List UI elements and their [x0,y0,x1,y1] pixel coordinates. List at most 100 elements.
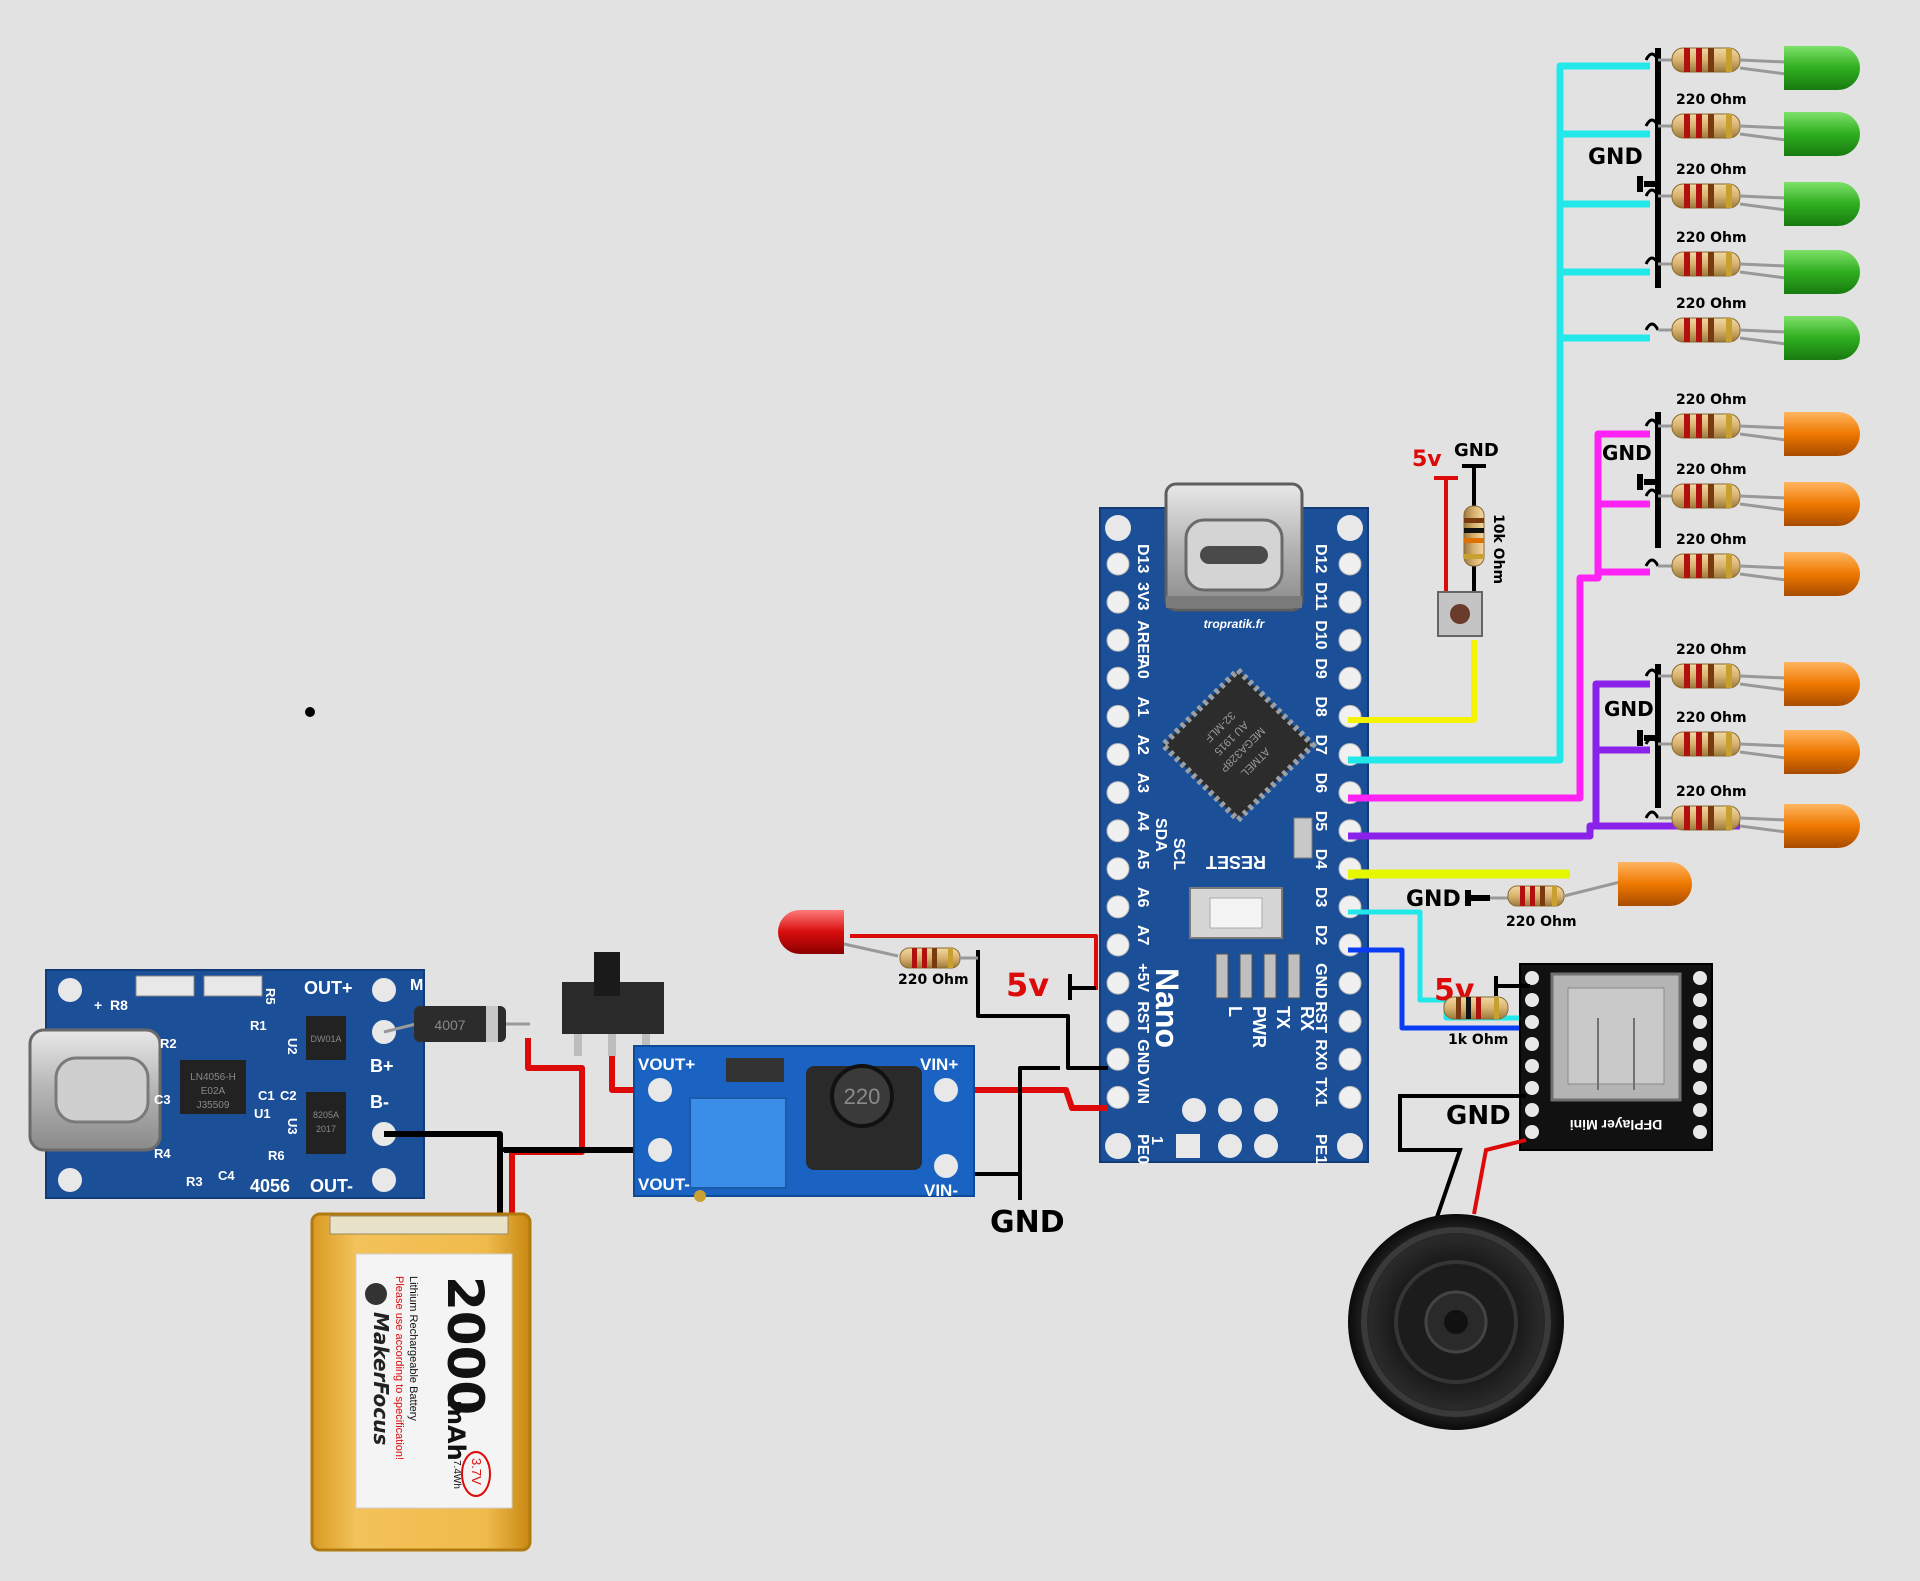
dfplayer-mini: DFPlayer Mini [1519,963,1713,1151]
button-gnd-label: GND [1454,440,1499,461]
charger-chip1-line2: E02A [201,1086,226,1097]
nano-name: Nano [1149,968,1185,1048]
orange-led [1784,412,1860,456]
charger-r2: R2 [160,1036,177,1051]
nano-right-pin-label: D5 [1312,811,1329,832]
led-label-tx: TX [1273,1006,1293,1029]
red-led [778,910,844,954]
speaker [1348,1214,1564,1430]
nano-right-pin-label: D11 [1312,582,1329,611]
d4-orange-led [1618,862,1692,906]
nano-right-pin-label: D3 [1312,887,1329,908]
led-row: 220 Ohm [1644,710,1860,774]
resistor-220-label: 220 Ohm [1676,710,1747,726]
dfplayer-pins [1525,971,1707,1139]
resistor-220-label: 220 Ohm [1676,532,1747,548]
resistor-220 [1671,731,1741,757]
resistor-1k-label: 1k Ohm [1448,1032,1508,1048]
orange-led [1784,804,1860,848]
orange-led [1784,662,1860,706]
resistor-220-label: 220 Ohm [1676,392,1747,408]
green-led [1784,250,1860,294]
orange-led [1784,482,1860,526]
d4-gnd-label: GND [1406,887,1461,912]
charger-u3: U3 [285,1118,300,1135]
dfplayer-pin [1693,1103,1707,1117]
nano-left-pin-label: AREF [1134,620,1151,664]
nano-usb-c-connector [1164,482,1304,612]
nano-left-pin [1106,743,1130,766]
battery-unit: mAh [442,1400,470,1461]
charger-chip-dw01a [306,1016,346,1060]
gnd-bus-bars [1465,48,1661,906]
resistor-220 [1671,553,1741,579]
nano-crystal [1293,817,1313,859]
resistor-220 [1671,317,1741,343]
dfplayer-pin [1693,1081,1707,1095]
signal-wires [850,62,1740,1200]
stray-dot [305,707,315,717]
nano-right-pin-label: D10 [1312,620,1329,649]
led-resistor-array: 220 Ohm 220 Ohm 220 Ohm 220 Ohm 220 Ohm 220 O… [1644,46,1860,848]
led-row [1644,46,1860,90]
nano-left-pin [1106,819,1130,843]
led-row: 220 Ohm [1644,784,1860,848]
resistor-220-label: 220 Ohm [1676,642,1747,658]
led-row: 220 Ohm [1644,642,1860,706]
resistor-220 [1671,663,1741,689]
dfplayer-gnd-label: GND [1446,1101,1511,1131]
battery-capacity: 2000 [436,1276,494,1415]
nano-pe0-label: PE0 [1134,1134,1151,1164]
dfplayer-pin [1525,1125,1539,1139]
charger-chip-ln4056 [180,1060,246,1114]
charger-chip3-line1: 8205A [313,1110,339,1120]
nano-right-pin [1338,1085,1362,1109]
nano-right-pin-label: D4 [1312,849,1329,870]
nano-reset-button[interactable] [1189,887,1283,939]
dfplayer-pin [1525,1081,1539,1095]
resistor-220-label: 220 Ohm [1676,462,1747,478]
diode-label: 4007 [434,1017,465,1033]
charger-c2: C2 [280,1088,297,1103]
dfplayer-pin [1693,971,1707,985]
green-led [1784,316,1860,360]
slide-switch[interactable] [562,952,664,1056]
nano-left-pin-label: +5V [1134,963,1151,992]
resistor-220-label: 220 Ohm [1676,92,1747,108]
tactile-push-button[interactable] [1437,591,1483,637]
charger-chip-8205a [306,1092,346,1154]
led-row: 220 Ohm [1644,230,1860,294]
nano-left-pin-label: A4 [1134,811,1151,832]
tp4056-charger: LN4056-H E02A J35509 DW01A 8205A 2017 OU… [28,969,425,1199]
battery-voltage: 3.7V [469,1458,484,1485]
led-row: 220 Ohm [1644,296,1860,360]
nano-right-pin-label: D6 [1312,773,1329,794]
nano-5v-label: 5v [1006,966,1049,1004]
green-led [1784,112,1860,156]
nano-left-pin-label: RST [1134,1001,1151,1033]
nano-left-pin [1106,666,1130,690]
nano-right-pin [1338,666,1362,690]
resistor-220-label: 220 Ohm [1676,296,1747,312]
nano-bottom-pads [1176,1098,1278,1158]
boost-inductor [830,1064,894,1128]
nano-right-pin-label: RX0 [1312,1039,1329,1070]
charger-c4: C4 [218,1168,235,1183]
boost-vin-minus: VIN- [924,1181,958,1200]
nano-right-pin [1338,933,1362,957]
nano-left-pin-label: A3 [1134,773,1151,794]
dfplayer-pin [1525,993,1539,1007]
battery-brand: MakerFocus [369,1312,393,1445]
nano-left-pin [1106,1047,1130,1071]
orange-led [1784,730,1860,774]
nano-left-pin-label: A1 [1134,696,1151,717]
nano-left-pin [1106,1085,1130,1109]
boost-potentiometer[interactable] [689,1097,787,1189]
nano-left-pin [1106,781,1130,805]
resistor-220 [1671,483,1741,509]
nano-left-pin [1106,933,1130,957]
battery-gear-icon [365,1283,387,1305]
battery-line2: Please use according to specification! [393,1276,405,1460]
dfplayer-pin [1525,1059,1539,1073]
charger-model: 4056 [250,1176,290,1196]
